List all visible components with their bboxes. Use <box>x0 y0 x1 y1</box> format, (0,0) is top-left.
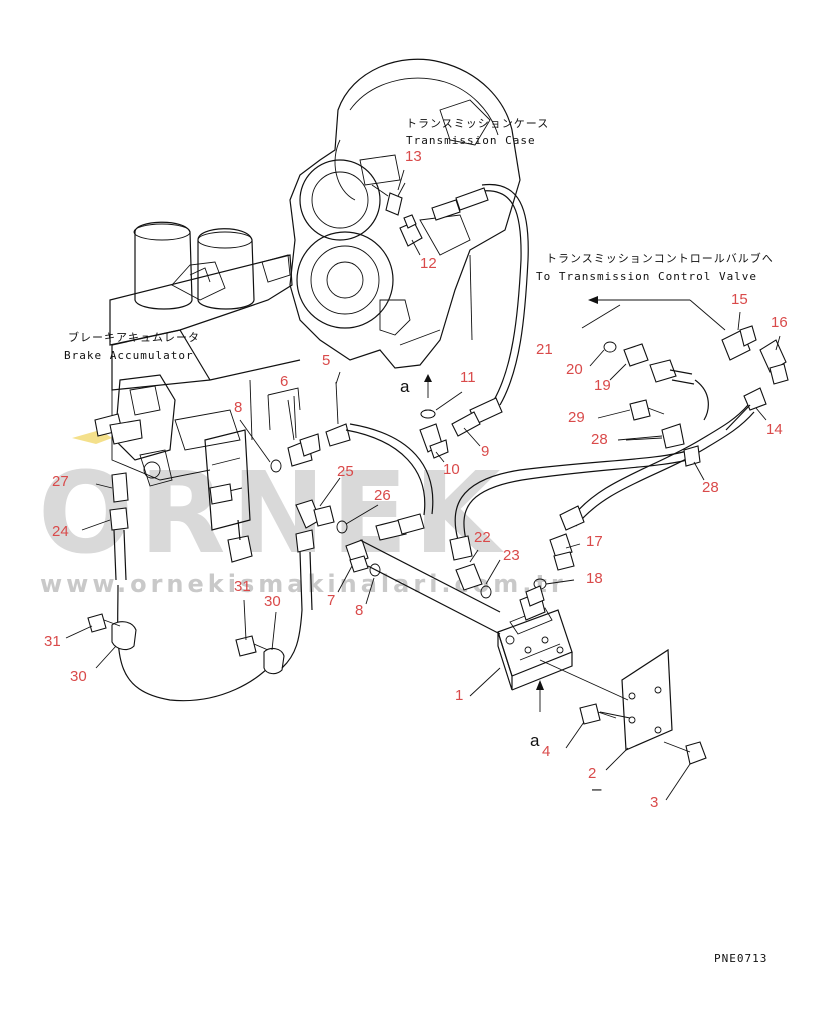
callout-29: 29 <box>568 409 585 426</box>
part-3-bolt <box>663 741 707 765</box>
part-28-clamp-a <box>625 423 685 449</box>
part-29-bolt <box>629 399 665 421</box>
brake-accumulator-jp-label: ブレーキアキュムレータ <box>68 330 200 344</box>
part-12-elbow <box>399 214 423 247</box>
part-20-oring <box>603 341 617 353</box>
brake-accumulator-en-label: Brake Accumulator <box>64 349 194 362</box>
part-26-oring <box>336 520 348 534</box>
callout-31-mid: 31 <box>234 578 251 595</box>
part-6-valve <box>287 395 321 467</box>
callout-27: 27 <box>52 473 69 490</box>
part-23-oring <box>480 585 492 599</box>
callout-17: 17 <box>586 533 603 550</box>
transmission-case <box>289 58 521 369</box>
dash-mark: – <box>592 779 602 798</box>
hose-21 <box>431 183 529 437</box>
watermark-url: www.ornekismakinalari.com.tr <box>40 570 567 598</box>
part-30-clamp-left <box>111 621 137 651</box>
part-2-bracket <box>539 648 673 751</box>
part-14-hose-end <box>725 387 767 431</box>
part-16-elbow <box>759 339 789 385</box>
part-1-control-valve <box>497 585 573 691</box>
callout-28-top: 28 <box>591 431 608 448</box>
callout-13: 13 <box>405 148 422 165</box>
callout-5: 5 <box>322 352 330 369</box>
callout-25: 25 <box>337 463 354 480</box>
drawing-code: PNE0713 <box>714 952 767 965</box>
callout-8-top: 8 <box>234 399 242 416</box>
transmission-case-en-label: Transmission Case <box>406 134 536 147</box>
callout-18: 18 <box>586 570 603 587</box>
callout-numbers: 13 12 15 16 21 20 19 5 11 6 8 29 14 28 9… <box>44 148 788 811</box>
control-valve-jp-label: トランスミッションコントロールバルブへ <box>546 251 774 265</box>
view-ref-bottom: a <box>530 731 540 750</box>
callout-24: 24 <box>52 523 69 540</box>
part-13-sensor <box>371 182 406 216</box>
watermark-brand: ORNEK <box>38 449 506 579</box>
callout-3: 3 <box>650 794 658 811</box>
callout-26: 26 <box>374 487 391 504</box>
pipe-7-to-valve <box>359 539 501 635</box>
hose-26 <box>345 423 434 541</box>
part-25-elbow <box>295 499 335 529</box>
view-ref-top: a <box>400 377 410 396</box>
callout-7: 7 <box>327 592 335 609</box>
callout-31-left: 31 <box>44 633 61 650</box>
control-valve-en-label: To Transmission Control Valve <box>536 270 757 283</box>
part-11-oring <box>420 409 436 419</box>
leader-lines <box>65 169 781 801</box>
callout-4: 4 <box>542 743 550 760</box>
callout-9: 9 <box>481 443 489 460</box>
callout-6: 6 <box>280 373 288 390</box>
callout-15: 15 <box>731 291 748 308</box>
accumulator-bracket <box>94 374 241 487</box>
hose-22 <box>449 449 695 591</box>
part-15-fitting <box>721 325 757 361</box>
callout-10: 10 <box>443 461 460 478</box>
brake-accumulator <box>109 221 301 481</box>
callout-30-mid: 30 <box>264 593 281 610</box>
control-valve-direction-arrow <box>581 296 726 331</box>
part-28-clamp-b <box>683 445 701 467</box>
callout-28-right: 28 <box>702 479 719 496</box>
part-8-oring-bottom <box>369 563 381 577</box>
callout-23: 23 <box>503 547 520 564</box>
part-4-bolt <box>579 703 617 725</box>
part-8-oring-top <box>270 459 282 473</box>
transmission-case-jp-label: トランスミッションケース <box>406 117 549 130</box>
callout-8-bottom: 8 <box>355 602 363 619</box>
part-30-clamp-mid <box>263 647 285 675</box>
part-31-bolt-mid <box>235 635 269 657</box>
callout-21: 21 <box>536 341 553 358</box>
part-31-bolt-left <box>87 613 121 633</box>
callout-16: 16 <box>771 314 788 331</box>
callout-30-left: 30 <box>70 668 87 685</box>
callout-14: 14 <box>766 421 783 438</box>
view-arrow-bottom <box>536 680 544 712</box>
text-labels: トランスミッションケース Transmission Case トランスミッション… <box>64 117 774 965</box>
part-10-elbow <box>419 423 449 459</box>
callout-12: 12 <box>420 255 437 272</box>
brake-valve-block <box>204 379 301 563</box>
callout-22: 22 <box>474 529 491 546</box>
hose-vertical-mid <box>281 529 315 669</box>
part-19-fitting <box>623 343 709 421</box>
callout-2: 2 <box>588 765 596 782</box>
part-5-fitting <box>325 381 351 447</box>
callout-20: 20 <box>566 361 583 378</box>
callout-11: 11 <box>460 369 476 386</box>
hose-17 <box>549 404 755 571</box>
part-7-fitting <box>345 539 369 573</box>
part-27-adapter <box>111 472 129 503</box>
callout-19: 19 <box>594 377 611 394</box>
callout-1: 1 <box>455 687 463 704</box>
